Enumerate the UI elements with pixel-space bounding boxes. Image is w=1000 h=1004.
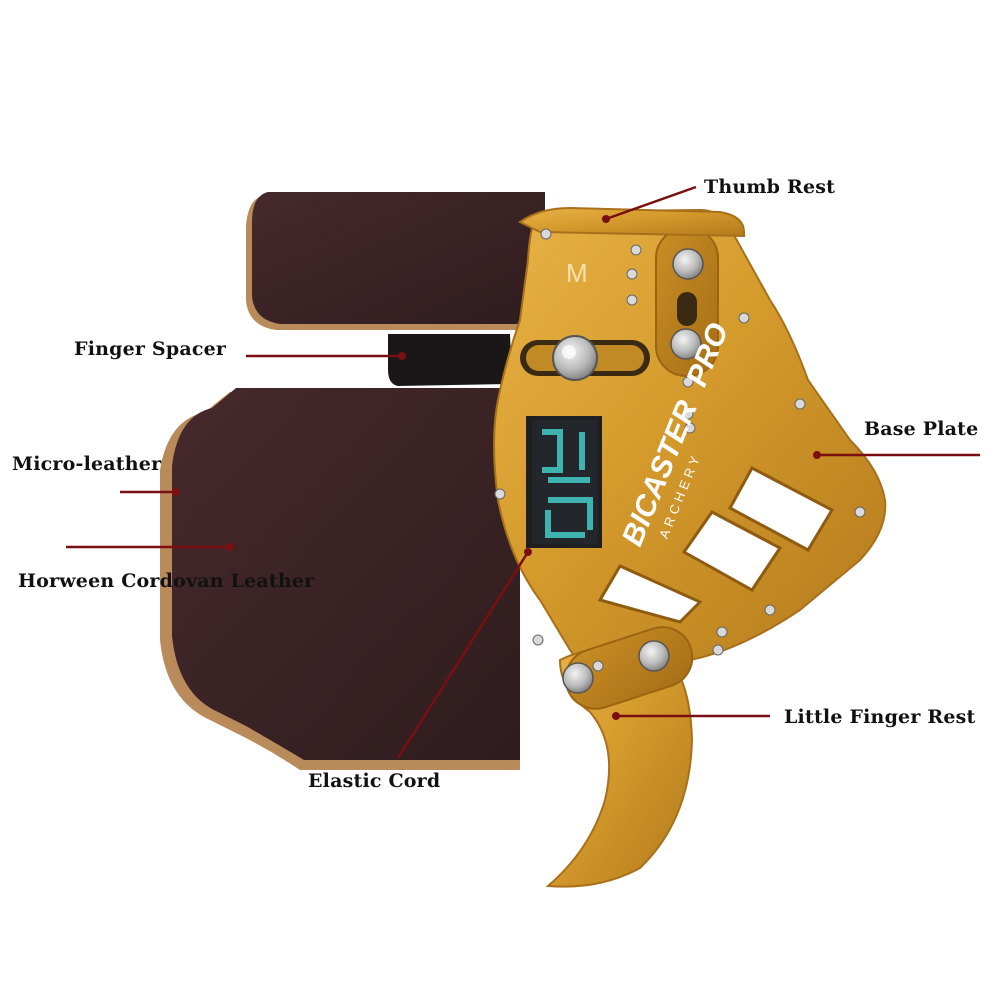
micro-leather-label: Micro-leather [12, 453, 162, 475]
little-finger-rest-label: Little Finger Rest [784, 706, 976, 728]
spacer-adjust-knob [552, 335, 598, 381]
thumb-rest-label: Thumb Rest [704, 176, 836, 198]
callout-lines [66, 185, 980, 759]
size-mark: M [566, 258, 588, 288]
thumb-rest [518, 206, 745, 238]
upper-leather-tab [246, 192, 545, 330]
horween-leather-label: Horween Cordovan Leather [18, 570, 315, 592]
callout-dots [172, 215, 821, 720]
finger-spacer-label: Finger Spacer [74, 338, 227, 360]
finger-spacer [388, 334, 512, 386]
elastic-cord [526, 416, 602, 548]
screws [494, 228, 866, 694]
lower-leather-tab [160, 388, 520, 770]
elastic-cord-label: Elastic Cord [308, 770, 441, 792]
base-plate-label: Base Plate [864, 418, 979, 440]
